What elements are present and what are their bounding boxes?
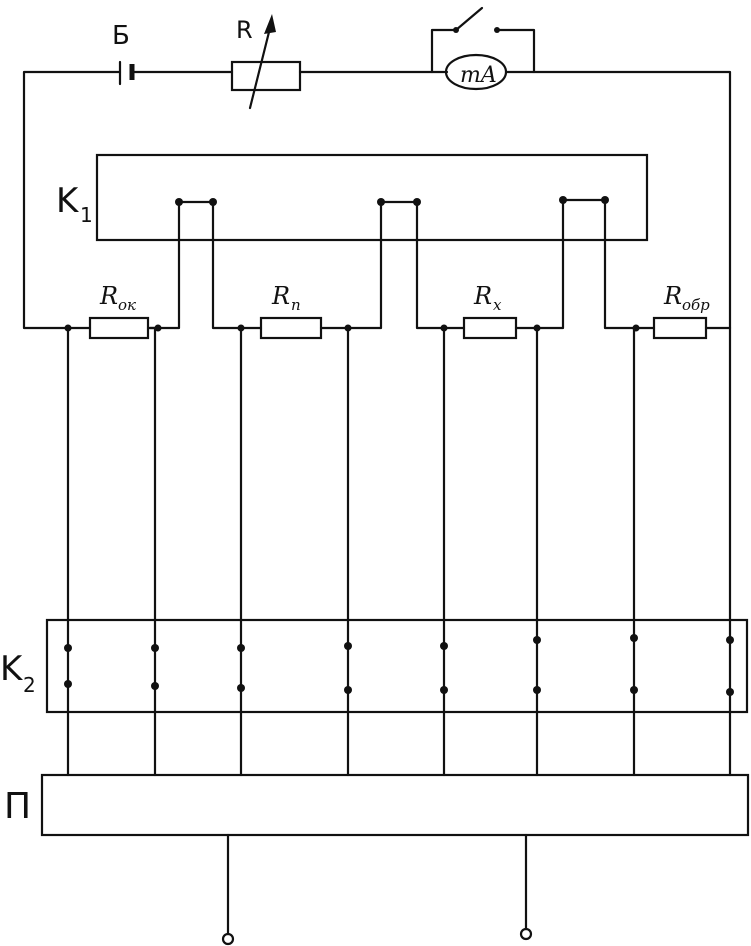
resistor-robr-label: R [663, 282, 682, 310]
switch-block-k2: K 2 [0, 618, 749, 714]
k1-to-rp-right-wire [319, 200, 383, 330]
measurement-leads [66, 326, 732, 777]
switch-block-k1: K 1 [56, 153, 649, 242]
resistor-rp [259, 316, 323, 340]
resistor-rok-sub: ок [118, 296, 136, 314]
left-supply-wire [22, 70, 122, 330]
k2-contact [151, 682, 159, 690]
k1-label-sub: 1 [80, 203, 93, 227]
resistor-rp-sub: п [291, 296, 301, 314]
k2-contact [344, 642, 352, 650]
resistor-rp-label: R [271, 282, 290, 310]
k1-box [95, 153, 649, 242]
resistor-rok-label: R [99, 282, 118, 310]
rheostat-label: R [236, 16, 253, 44]
right-supply-wire [504, 70, 732, 330]
milliammeter-label: mA [460, 63, 497, 88]
k1-to-rp-wire [211, 200, 263, 330]
k1-label: K [56, 181, 80, 221]
supply-circuit: Б R mA [22, 6, 732, 330]
k2-contact [440, 642, 448, 650]
meter-switch-left-wire [430, 28, 457, 74]
output-terminal-left [221, 932, 235, 946]
resistor-row: R ок R п R x R обр [64, 198, 732, 340]
k2-contact [151, 644, 159, 652]
device-p: П [4, 773, 750, 946]
resistor-rx-sub: x [493, 296, 502, 314]
k2-box [45, 618, 749, 714]
rheostat-body [230, 60, 302, 92]
resistor-robr [652, 316, 708, 340]
resistor-rok [88, 316, 150, 340]
k2-contact [533, 636, 541, 644]
k2-contact [64, 680, 72, 688]
battery-label: Б [112, 21, 130, 51]
k2-contact [630, 634, 638, 642]
device-p-box [40, 773, 750, 837]
meter-switch-blade [454, 6, 484, 32]
k1-to-rx-wire [415, 200, 466, 330]
output-terminal-right [519, 927, 533, 941]
resistor-robr-sub: обр [682, 296, 710, 314]
k2-contact [344, 686, 352, 694]
k2-contact [64, 644, 72, 652]
k2-label-sub: 2 [23, 673, 36, 697]
k2-contact [726, 636, 734, 644]
junction-dot [154, 324, 162, 332]
k2-label: K [0, 649, 24, 689]
k2-contact [237, 644, 245, 652]
k1-to-rok-wire [148, 200, 181, 330]
k2-contact [726, 688, 734, 696]
k2-contact [630, 686, 638, 694]
rheostat-arrow-head [264, 14, 276, 34]
k1-to-rx-right-wire [514, 198, 565, 330]
resistor-rx [462, 316, 518, 340]
k2-contact [533, 686, 541, 694]
device-p-label: П [4, 786, 31, 827]
rheostat-arrow-line [248, 18, 274, 110]
resistor-rx-label: R [473, 282, 492, 310]
meter-switch-right-wire [495, 28, 536, 74]
k2-contact [237, 684, 245, 692]
k2-contact [440, 686, 448, 694]
